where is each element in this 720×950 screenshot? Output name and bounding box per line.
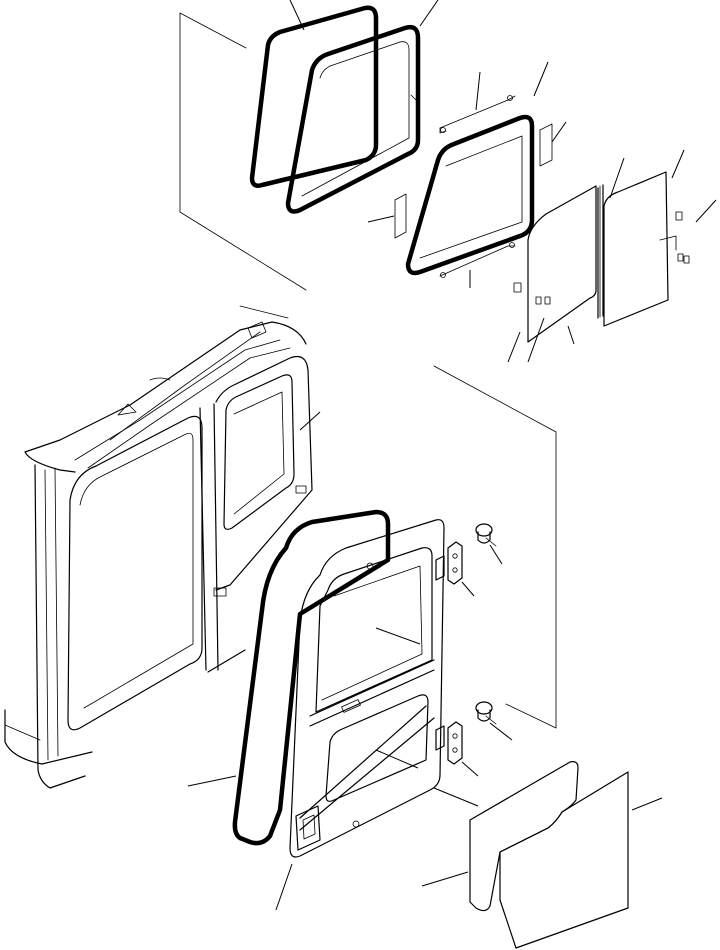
- door-assembly: [289, 519, 445, 858]
- upper-hinge-bolt: [475, 523, 497, 547]
- lower-group-boundary: [433, 365, 557, 729]
- sliding-glass-rear: [603, 171, 690, 327]
- upper-group-boundary: [179, 12, 307, 291]
- lower-hinge-plate: [447, 721, 463, 765]
- upper-window-weatherstrip: [285, 24, 421, 214]
- leader-lines: [187, 0, 717, 911]
- cab-body: [4, 305, 313, 789]
- upper-hinge-plate: [447, 541, 463, 585]
- mid-window-glass: [394, 95, 553, 278]
- door-lower-glass-outer: [499, 771, 629, 949]
- upper-rear-glass: [249, 5, 379, 188]
- glass-channel-strip: [597, 184, 604, 319]
- door-lower-glass-inner: [469, 761, 579, 912]
- sliding-glass-front: [513, 185, 597, 343]
- lower-hinge-bolt: [475, 701, 497, 725]
- door-weatherstrip: [232, 509, 391, 846]
